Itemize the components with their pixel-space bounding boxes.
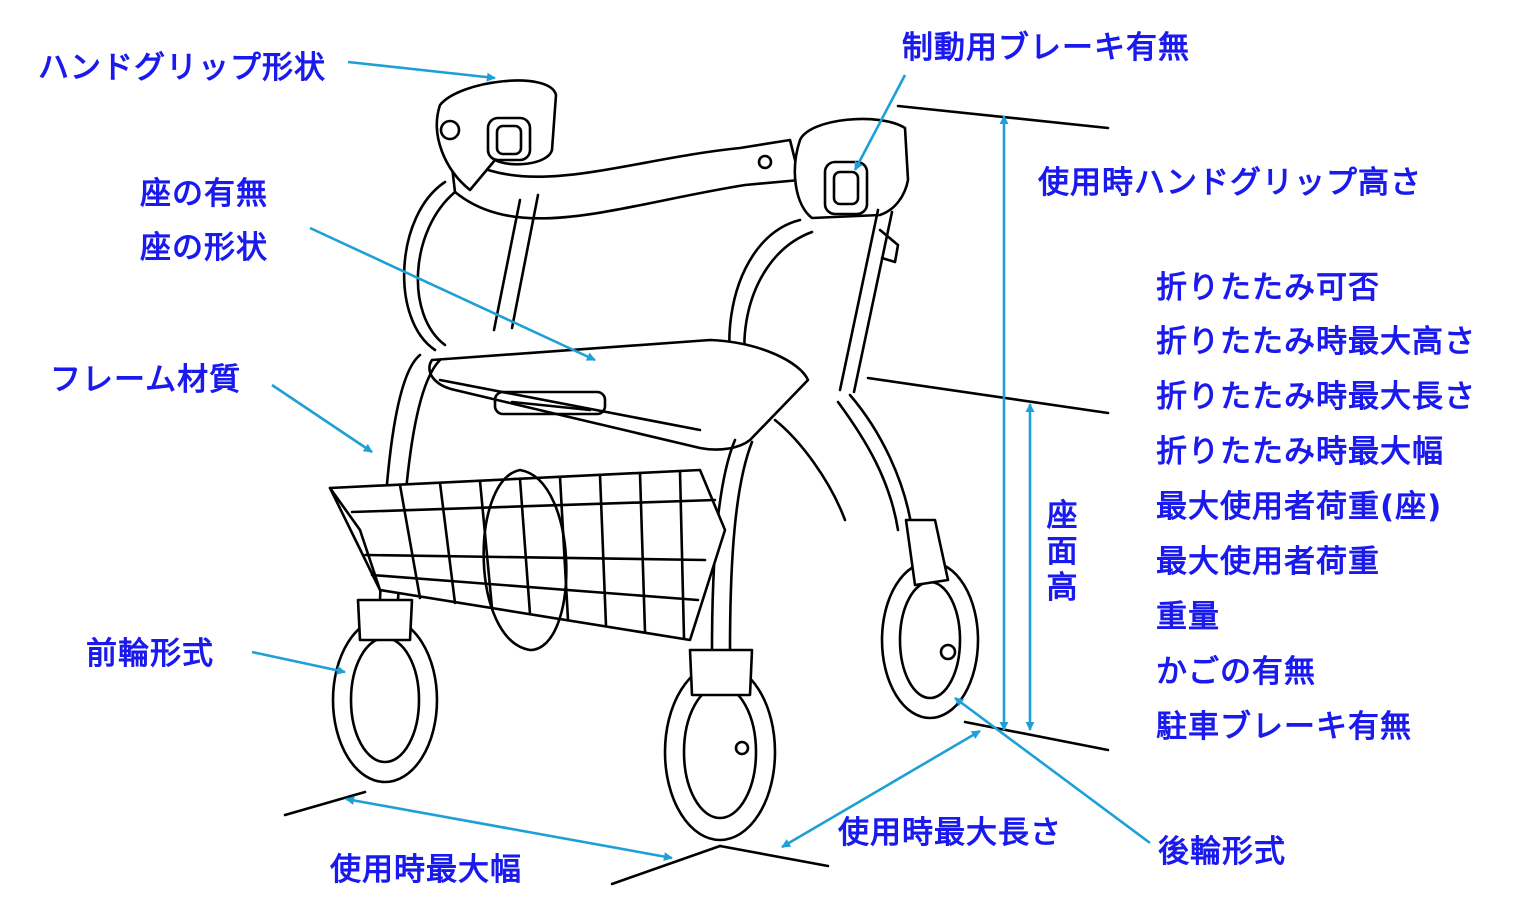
spec-item-folded-length: 折りたたみ時最大長さ	[1156, 379, 1476, 415]
spec-item-parking-brake: 駐車ブレーキ有無	[1156, 709, 1412, 745]
spec-item-folded-height: 折りたたみ時最大高さ	[1156, 324, 1476, 360]
arrow-max-width	[345, 796, 673, 861]
front-left-wheel	[331, 616, 439, 784]
ground-line-rear	[963, 720, 1110, 752]
right-upright	[838, 208, 880, 392]
arrow-front-wheel	[251, 650, 346, 675]
ground-line-bottom	[610, 844, 722, 886]
annotation-arrows	[251, 60, 1151, 861]
right-handgrip	[793, 117, 910, 220]
label-front-wheel: 前輪形式	[86, 636, 214, 672]
arrow-handgrip-shape	[347, 60, 496, 82]
arrow-brake	[853, 74, 907, 171]
arrow-rear-wheel	[954, 696, 1151, 845]
walker-drawing	[283, 79, 1110, 886]
spec-item-max-load-seat: 最大使用者荷重(座)	[1156, 489, 1443, 525]
left-side-loop	[402, 180, 447, 352]
ground-line-front	[283, 790, 367, 817]
label-seat-shape: 座の形状	[140, 230, 268, 266]
rear-wheel	[880, 560, 980, 720]
rear-leg	[848, 393, 914, 532]
label-seat-height: 座 面 高	[1042, 498, 1082, 606]
label-seat-height-char-2: 面	[1046, 534, 1078, 570]
label-rear-wheel: 後輪形式	[1158, 834, 1286, 870]
label-handgrip-shape: ハンドグリップ形状	[38, 50, 326, 86]
label-seat-height-char-3: 高	[1046, 570, 1078, 606]
arrow-frame-material	[271, 383, 373, 454]
ground-line-right	[718, 844, 830, 868]
spec-item-basket: かごの有無	[1156, 654, 1316, 690]
spec-item-max-load: 最大使用者荷重	[1156, 544, 1380, 580]
seat	[428, 338, 810, 451]
arrow-max-length	[781, 729, 981, 849]
label-seat-height-char-1: 座	[1046, 498, 1078, 534]
arrow-seat	[309, 226, 596, 362]
basket	[328, 468, 727, 642]
label-brake: 制動用ブレーキ有無	[902, 30, 1190, 66]
label-max-width: 使用時最大幅	[330, 852, 522, 888]
spec-item-folded-width: 折りたたみ時最大幅	[1156, 434, 1444, 470]
label-seat-presence: 座の有無	[140, 176, 268, 212]
spec-item-weight: 重量	[1156, 599, 1220, 635]
reference-line-seat	[866, 376, 1110, 415]
label-frame-material: フレーム材質	[50, 362, 242, 398]
spec-item-foldable: 折りたたみ可否	[1156, 270, 1380, 306]
label-handgrip-height: 使用時ハンドグリップ高さ	[1038, 165, 1422, 201]
label-max-length: 使用時最大長さ	[838, 815, 1062, 851]
